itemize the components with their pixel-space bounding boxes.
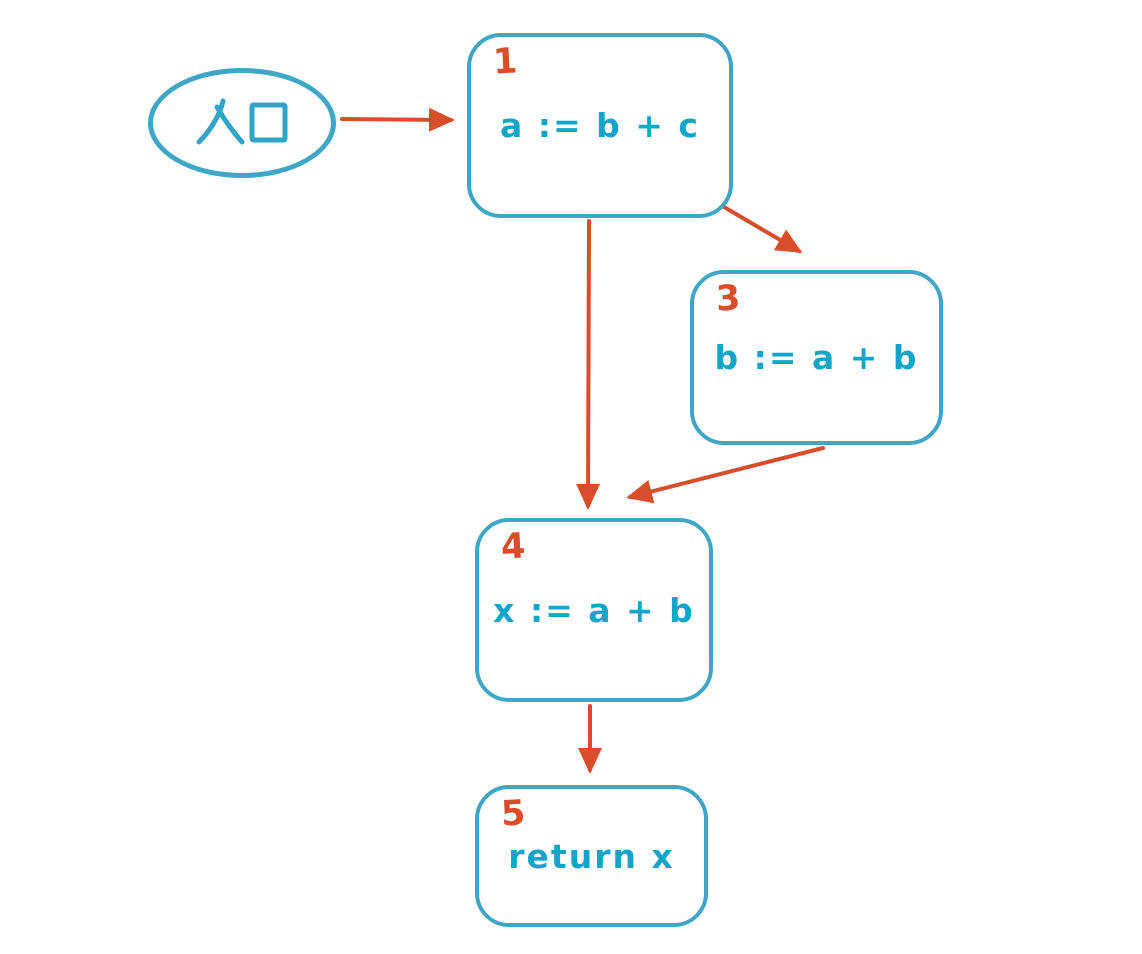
node-3: 3 b := a + b: [690, 270, 943, 445]
node-5-statement: return x: [508, 836, 675, 876]
node-3-number: 3: [714, 278, 742, 320]
edge-entry-to-1: [340, 107, 455, 132]
node-1: 1 a := b + c: [467, 33, 733, 218]
node-1-number: 1: [491, 41, 519, 83]
entry-label-glyph: [196, 98, 288, 145]
node-4-number: 4: [499, 526, 527, 568]
node-4: 4 x := a + b: [475, 518, 713, 702]
node-5-number: 5: [499, 793, 527, 835]
edge-3-to-4: [626, 446, 825, 504]
edge-1-to-3: [722, 205, 803, 254]
entry-node: [148, 68, 336, 178]
node-4-statement: x := a + b: [493, 590, 695, 630]
node-3-statement: b := a + b: [714, 338, 919, 377]
edge-1-to-4: [576, 219, 601, 510]
node-1-statement: a := b + c: [500, 106, 700, 145]
node-5: 5 return x: [475, 785, 708, 927]
